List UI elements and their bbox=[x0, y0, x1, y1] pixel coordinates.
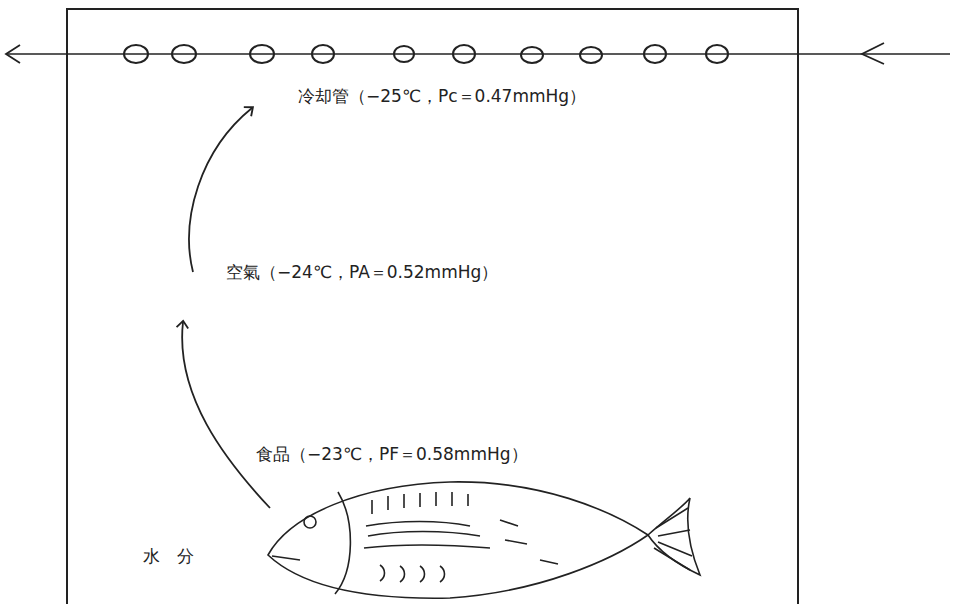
moisture-arrow bbox=[182, 322, 270, 508]
pipe-fins bbox=[124, 45, 728, 63]
state-label: 食品（−23℃，PF＝0.58mmHg） bbox=[256, 444, 528, 464]
freezer-wall bbox=[67, 9, 798, 604]
flow-arrow bbox=[6, 45, 20, 63]
moisture-label: 水 分 bbox=[143, 546, 194, 566]
flow-arrow bbox=[862, 43, 884, 64]
fish-drawing bbox=[268, 482, 700, 598]
state-label: 冷却管（−25℃，Pc＝0.47mmHg） bbox=[298, 86, 586, 106]
moisture-arrow bbox=[189, 108, 252, 272]
state-label: 空氣（−24℃，PA＝0.52mmHg） bbox=[226, 262, 498, 282]
